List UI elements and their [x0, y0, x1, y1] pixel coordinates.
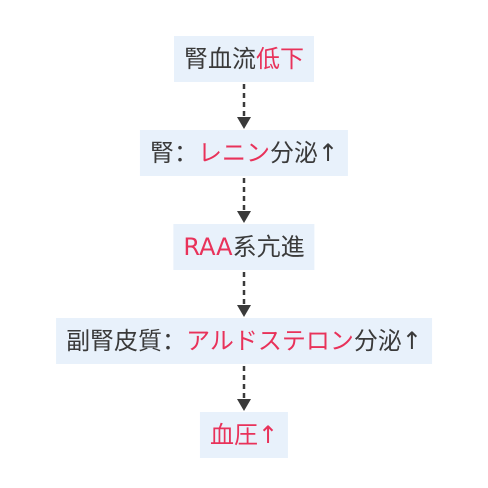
down-arrow-icon: [237, 178, 251, 223]
node-text: 腎：: [149, 139, 198, 167]
node-renal-blood-flow-decrease: 腎血流低下: [174, 36, 314, 82]
down-arrow-icon: [237, 366, 251, 411]
node-highlight: アルドステロン: [186, 327, 354, 355]
node-text: 副腎皮質：: [66, 327, 187, 355]
node-text: 腎血流: [184, 45, 256, 73]
node-raa-system: RAA系亢進: [173, 224, 315, 270]
node-highlight: レニン: [197, 139, 270, 167]
down-arrow-icon: [237, 272, 251, 317]
node-aldosterone-secretion: 副腎皮質：アルドステロン分泌↑: [56, 318, 432, 364]
node-blood-pressure-increase: 血圧↑: [199, 412, 289, 458]
node-suffix: 分泌↑: [353, 327, 422, 355]
down-arrow-icon: [237, 84, 251, 129]
node-suffix: 分泌↑: [269, 139, 339, 167]
node-highlight: 低下: [256, 45, 304, 73]
node-suffix: 系亢進: [232, 233, 305, 261]
node-renin-secretion: 腎：レニン分泌↑: [139, 130, 349, 176]
node-highlight: RAA: [183, 233, 233, 261]
node-highlight: 血圧↑: [209, 421, 279, 449]
